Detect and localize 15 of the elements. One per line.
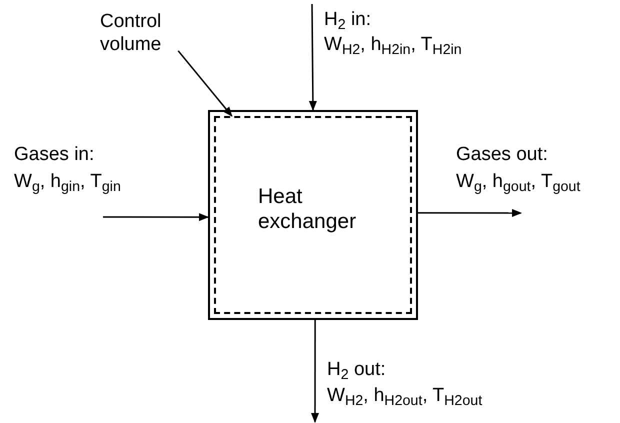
flow-label: W$_{H2}$, h$_{H2out}$, T$_{H2out}$: [327, 384, 482, 407]
leader-line: [178, 50, 232, 117]
callout-label: Control volume: [100, 10, 162, 56]
flow-label: H$_{2}$ in:: [324, 8, 372, 31]
box-label: Heat exchanger: [258, 184, 358, 234]
flow-label: W$_{g}$, h$_{gin}$, T$_{gin}$: [14, 170, 121, 193]
flow-label: H$_{2}$ out:: [327, 358, 386, 381]
flow-label: W$_{H2}$, h$_{H2in}$, T$_{H2in}$: [324, 33, 462, 56]
flow-label: Gases out:: [456, 143, 548, 166]
flow-label: W$_{g}$, h$_{gout}$, T$_{gout}$: [456, 170, 580, 193]
flow-arrow: [308, 4, 317, 111]
flow-arrow: [103, 213, 209, 222]
flow-label: Gases in:: [14, 143, 94, 166]
flow-arrow: [311, 320, 319, 423]
flow-arrow: [418, 209, 522, 217]
